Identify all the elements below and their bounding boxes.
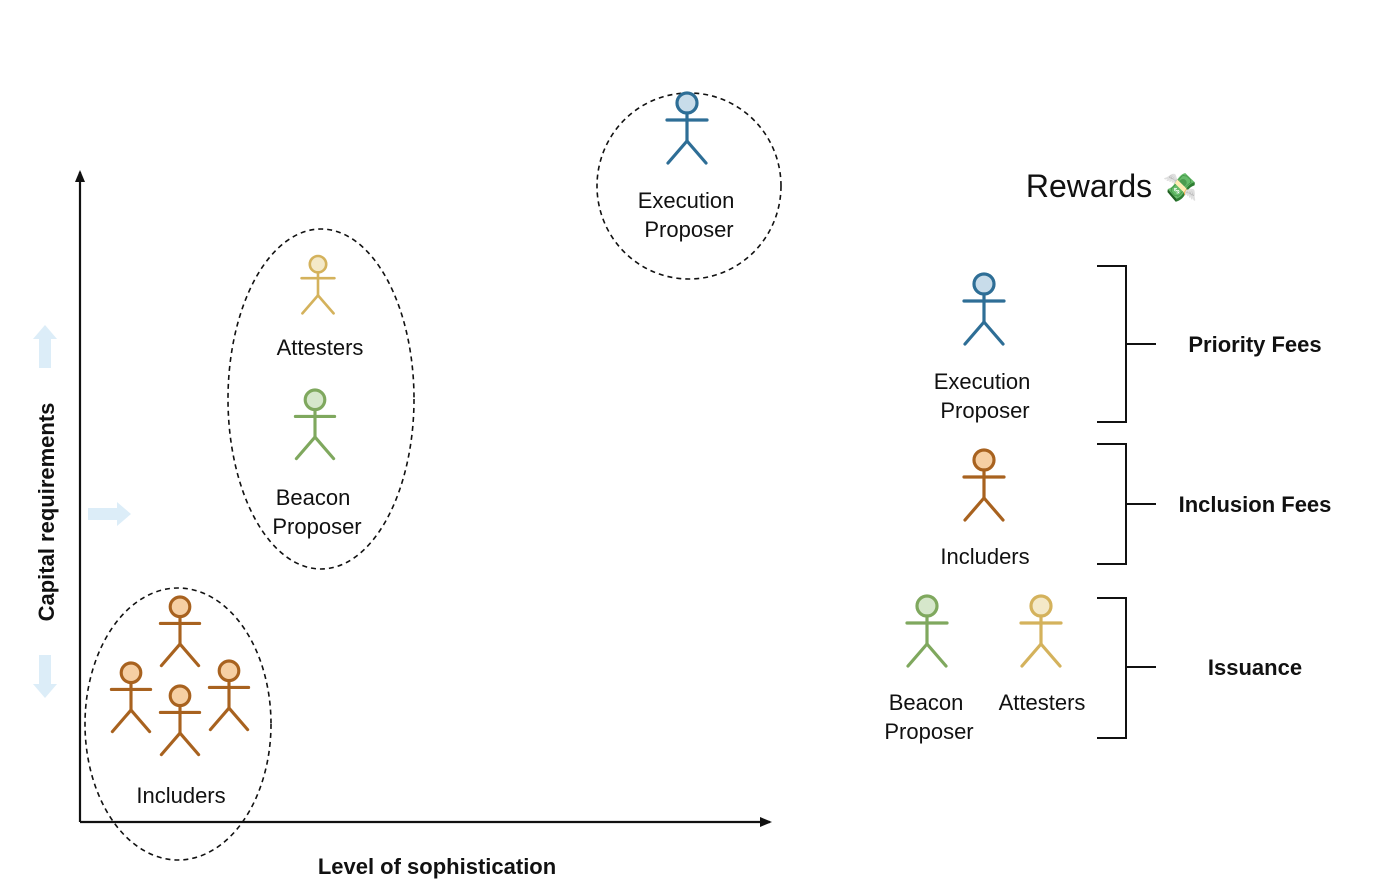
rewards-title: Rewards: [1026, 168, 1152, 204]
money-with-wings-icon: 💸: [1163, 172, 1198, 203]
includers-label: Includers: [136, 783, 225, 808]
attesters-figure-icon: [300, 254, 336, 315]
includer-figure-icon: [207, 659, 251, 732]
x-axis-label: Level of sophistication: [318, 854, 556, 879]
beacon-proposer-label-line2: Proposer: [272, 514, 361, 539]
issuance-label: Issuance: [1208, 655, 1302, 680]
issuance-bracket: [1097, 597, 1156, 739]
faint-arrows: [33, 325, 131, 698]
rewards-execution-label-line2: Proposer: [940, 398, 1029, 423]
rewards-attesters-label: Attesters: [999, 690, 1086, 715]
includer-figure-icon: [109, 661, 153, 734]
rewards-beacon-label-line2: Proposer: [884, 719, 973, 744]
priority-fees-label: Priority Fees: [1188, 332, 1321, 357]
beacon-proposer-figure-icon: [293, 388, 337, 461]
execution-proposer-label-line2: Proposer: [644, 217, 733, 242]
inclusion-fees-bracket: [1097, 443, 1156, 565]
rewards-beacon-proposer-figure-icon: [905, 594, 949, 668]
includers-group: [84, 587, 272, 861]
rewards-section: Rewards 💸 Execution Proposer Includers B…: [884, 168, 1331, 744]
y-axis-label: Capital requirements: [34, 403, 59, 622]
rewards-includer-figure-icon: [962, 448, 1006, 522]
rewards-attester-figure-icon: [1019, 594, 1063, 668]
rewards-beacon-label-line1: Beacon: [889, 690, 964, 715]
rewards-includers-label: Includers: [940, 544, 1029, 569]
priority-fees-bracket: [1097, 265, 1156, 423]
actor-figures: [109, 91, 1063, 757]
rewards-execution-proposer-figure-icon: [962, 272, 1006, 346]
execution-proposer-label-line1: Execution: [638, 188, 735, 213]
axes: Level of sophistication Capital requirem…: [34, 170, 772, 879]
attesters-beacon-group: [227, 228, 415, 570]
includer-figure-icon: [158, 595, 202, 668]
faint-down-arrow-icon: [33, 655, 57, 698]
includer-figure-icon: [158, 684, 202, 757]
faint-right-arrow-icon: [88, 502, 131, 526]
execution-proposer-figure-icon: [665, 91, 709, 165]
attesters-label: Attesters: [277, 335, 364, 360]
rewards-execution-label-line1: Execution: [934, 369, 1031, 394]
inclusion-fees-label: Inclusion Fees: [1179, 492, 1332, 517]
beacon-proposer-label-line1: Beacon: [276, 485, 351, 510]
faint-up-arrow-icon: [33, 325, 57, 368]
